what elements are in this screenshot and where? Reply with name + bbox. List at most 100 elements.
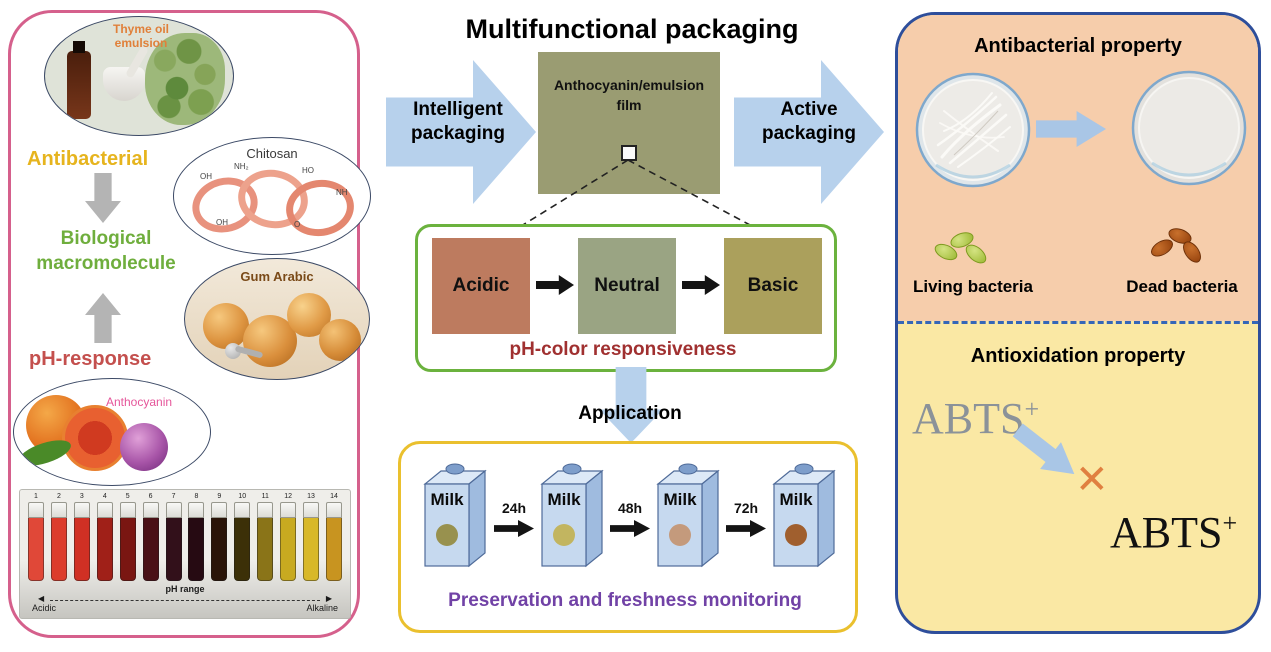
milk-carton: Milk xyxy=(538,456,608,568)
vial-number: 2 xyxy=(56,493,61,500)
chitosan-photo: Chitosan OH NH₂ HO NH OH O xyxy=(173,137,371,255)
vial-cap xyxy=(73,502,90,518)
right-arrow-icon xyxy=(682,275,720,295)
milk-label: Milk xyxy=(663,490,697,509)
milk-carton: Milk xyxy=(654,456,724,568)
anthocyanin-photo: Anthocyanin xyxy=(13,378,211,486)
mortar-graphic xyxy=(103,67,145,101)
thyme-oil-emulsion-photo: Thyme oil emulsion xyxy=(44,16,234,136)
milk-monitoring-box: Milk 24h Milk 48h Milk xyxy=(398,441,858,633)
vial-number: 1 xyxy=(34,493,38,500)
bacterium-graphic xyxy=(1179,238,1205,266)
milk-carton-graphic xyxy=(540,463,604,568)
materials-panel: Thyme oil emulsion Antibacterial Biologi… xyxy=(8,10,371,638)
vial: 12 xyxy=(277,493,299,581)
vial: 13 xyxy=(300,493,322,581)
film-label: Anthocyanin/emulsion film xyxy=(553,77,705,113)
ph-vials-photo: 1 2 3 4 5 6 7 8 9 10 11 12 13 14 pH rang… xyxy=(19,489,351,619)
properties-panel: Antibacterial property xyxy=(895,12,1261,634)
vial-liquid xyxy=(28,518,44,581)
biological-macromolecule-label: Biological macromolecule xyxy=(36,228,176,274)
abts-superscript: + xyxy=(1024,394,1040,424)
atom-label: OH xyxy=(200,172,212,181)
vial-liquid xyxy=(188,518,205,581)
gum-arabic-label: Gum Arabic xyxy=(240,269,314,284)
vial: 2 xyxy=(48,493,70,581)
bacterium-graphic xyxy=(962,240,990,268)
vial-liquid xyxy=(280,518,297,581)
anthocyanin-sphere-graphic xyxy=(120,423,168,471)
blood-orange-cut-graphic xyxy=(62,405,128,471)
vial-number: 6 xyxy=(148,493,153,500)
petri-dish-living-icon xyxy=(915,72,1031,188)
atom-label: OH xyxy=(216,218,228,227)
vial-number: 10 xyxy=(238,493,247,500)
neutral-swatch: Neutral xyxy=(578,238,676,334)
thyme-herb-graphic xyxy=(145,33,225,125)
vial-cap xyxy=(28,502,44,518)
vial-number: 12 xyxy=(284,493,293,500)
ph-range-label: pH range xyxy=(165,584,205,594)
vial-number: 4 xyxy=(102,493,107,500)
vial-liquid xyxy=(234,518,251,581)
alkaline-axis-label: Alkaline xyxy=(306,603,338,613)
atom-label: HO xyxy=(302,166,314,175)
vial-liquid xyxy=(119,518,136,581)
ph-axis-line xyxy=(50,600,320,601)
vial: 10 xyxy=(231,493,253,581)
axis-right-arrowhead: ▶ xyxy=(325,594,332,603)
vial-number: 13 xyxy=(307,493,315,500)
milk-carton-graphic xyxy=(423,463,487,568)
vial-cap xyxy=(165,502,182,518)
vial-number: 3 xyxy=(79,493,84,500)
vial-liquid xyxy=(325,518,342,581)
vial-cap xyxy=(188,502,205,518)
vial-number: 14 xyxy=(330,493,338,500)
atom-label: O xyxy=(294,220,301,229)
petri-dish-clear-icon xyxy=(1131,70,1247,186)
anthocyanin-emulsion-film-box: Anthocyanin/emulsion film xyxy=(538,52,720,194)
right-arrow-icon xyxy=(494,520,534,537)
vial-liquid xyxy=(303,518,320,581)
living-bacteria-label: Living bacteria xyxy=(913,277,1033,296)
vial: 14 xyxy=(323,493,345,581)
milk-carton: Milk xyxy=(770,456,840,568)
milk-carton-graphic xyxy=(772,463,836,568)
down-arrow-icon xyxy=(85,173,121,223)
atom-label: NH₂ xyxy=(234,162,249,171)
vial-cap xyxy=(96,502,113,518)
milk-carton-graphic xyxy=(656,463,720,568)
vial: 3 xyxy=(71,493,93,581)
vial-liquid xyxy=(211,518,228,581)
abts-radical-label: ABTS+ xyxy=(912,393,1039,444)
dead-bacteria-label: Dead bacteria xyxy=(1126,277,1238,296)
axis-left-arrowhead: ◀ xyxy=(38,594,45,603)
milk-label: Milk xyxy=(547,490,581,509)
vial-liquid xyxy=(165,518,182,581)
page-title: Multifunctional packaging xyxy=(465,14,799,44)
gum-lump-graphic xyxy=(319,319,361,361)
cross-out-icon: × xyxy=(1076,448,1108,510)
acidic-swatch: Acidic xyxy=(432,238,530,334)
vial-cap xyxy=(234,502,251,518)
active-packaging-label: Active packaging xyxy=(762,99,856,144)
antibacterial-property-title: Antibacterial property xyxy=(974,35,1182,57)
oil-bottle-cap-graphic xyxy=(73,41,85,53)
vial-cap xyxy=(211,502,228,518)
gum-lump-graphic xyxy=(203,303,249,349)
oil-bottle-graphic xyxy=(67,51,91,119)
preservation-caption: Preservation and freshness monitoring xyxy=(448,590,802,611)
right-arrow-icon xyxy=(610,520,650,537)
dead-bacteria-icon xyxy=(1148,225,1210,266)
vial-cap xyxy=(257,502,274,518)
section-divider xyxy=(898,321,1258,324)
vial-cap xyxy=(142,502,159,518)
vial-number: 8 xyxy=(194,493,199,500)
vial-liquid xyxy=(73,518,90,581)
abts-text: ABTS xyxy=(1110,508,1223,557)
vial-cap xyxy=(119,502,136,518)
indicator-dot xyxy=(436,524,458,546)
vial-row: 1 2 3 4 5 6 7 8 9 10 11 12 13 14 xyxy=(20,490,350,581)
vial: 8 xyxy=(185,493,207,581)
thyme-label: Thyme oil emulsion xyxy=(112,22,169,50)
